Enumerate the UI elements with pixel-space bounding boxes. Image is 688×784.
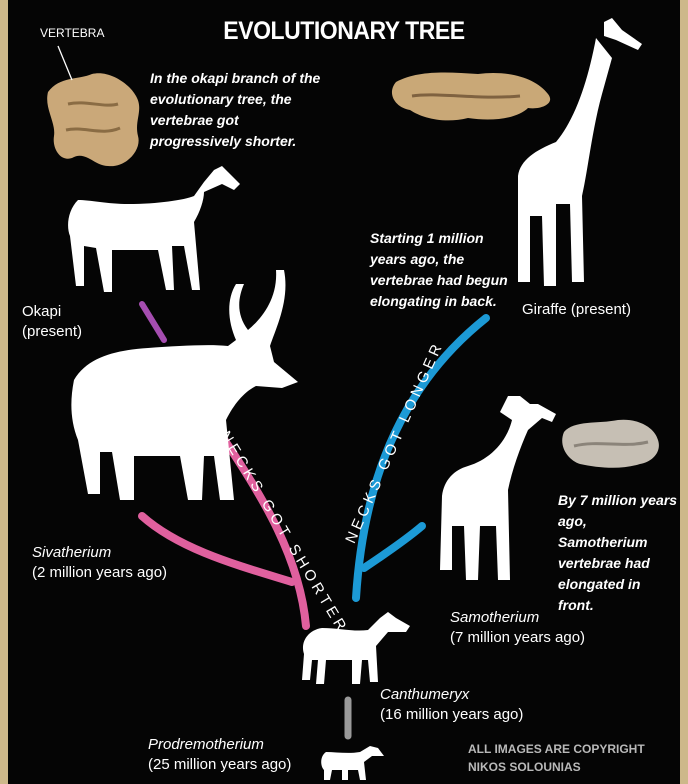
canthumeryx-name: Canthumeryx <box>380 686 469 703</box>
diagram-title: EVOLUTIONARY TREE <box>35 17 653 46</box>
vertebra-label: VERTEBRA <box>40 26 104 40</box>
okapi-label: Okapi (present) <box>22 302 82 342</box>
okapi-name: Okapi <box>22 302 82 322</box>
canthumeryx-label: Canthumeryx (16 million years ago) <box>380 685 523 725</box>
okapi-time: (present) <box>22 322 82 342</box>
copyright-line-2: NIKOS SOLOUNIAS <box>468 758 645 776</box>
sivatherium-name: Sivatherium <box>32 544 111 561</box>
giraffe-silhouette <box>518 18 642 286</box>
sivatherium-time: (2 million years ago) <box>32 563 167 583</box>
okapi-vertebra-fossil <box>47 73 139 166</box>
samotherium-silhouette <box>440 396 556 580</box>
branch-to-samotherium <box>364 526 422 568</box>
giraffe-time: (present) <box>571 301 631 318</box>
note-samotherium: By 7 million years ago, Samotherium vert… <box>558 490 680 616</box>
canthumeryx-time: (16 million years ago) <box>380 705 523 725</box>
samotherium-vertebra-fossil <box>562 420 659 468</box>
prodremotherium-name: Prodremotherium <box>148 736 264 753</box>
note-giraffe-branch: Starting 1 million years ago, the verteb… <box>370 228 510 312</box>
sivatherium-label: Sivatherium (2 million years ago) <box>32 543 167 583</box>
okapi-silhouette <box>68 166 240 292</box>
prodremotherium-time: (25 million years ago) <box>148 755 291 775</box>
copyright-line-1: ALL IMAGES ARE COPYRIGHT <box>468 740 645 758</box>
branch-to-okapi <box>142 304 164 340</box>
prodremotherium-label: Prodremotherium (25 million years ago) <box>148 735 291 775</box>
prodremotherium-silhouette <box>321 746 384 780</box>
samotherium-name: Samotherium <box>450 609 539 626</box>
samotherium-time: (7 million years ago) <box>450 628 585 648</box>
vertebra-pointer-line <box>58 46 72 80</box>
giraffe-label: Giraffe (present) <box>522 300 631 320</box>
giraffe-vertebra-fossil <box>392 72 550 120</box>
giraffe-name: Giraffe <box>522 301 567 318</box>
canthumeryx-silhouette <box>302 612 410 684</box>
note-okapi-branch: In the okapi branch of the evolutionary … <box>150 68 330 152</box>
tree-graphics <box>8 0 680 784</box>
diagram-panel: EVOLUTIONARY TREE VERTEBRA In the okapi … <box>8 0 680 784</box>
samotherium-label: Samotherium (7 million years ago) <box>450 608 585 648</box>
copyright-notice: ALL IMAGES ARE COPYRIGHT NIKOS SOLOUNIAS <box>468 740 645 776</box>
sivatherium-silhouette <box>71 270 298 500</box>
